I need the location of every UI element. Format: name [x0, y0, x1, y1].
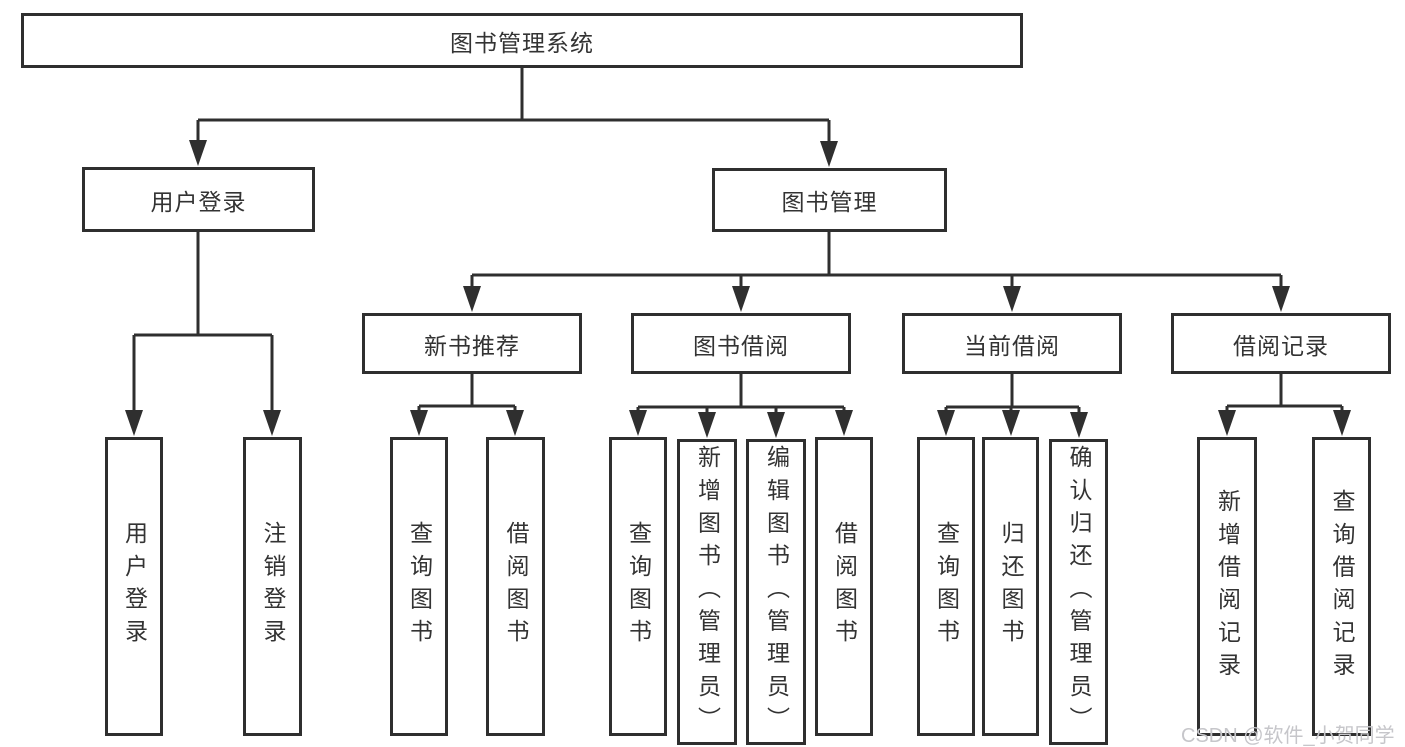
node-current-borrow: 当前借阅 [902, 313, 1122, 374]
arrowhead-br4 [835, 410, 853, 436]
arrowhead-leaf-login [125, 410, 143, 436]
leaf-newbook-borrow: 借阅图书 [486, 437, 545, 736]
leaf-logout: 注销登录 [243, 437, 302, 736]
leaf-current-query: 查询图书 [917, 437, 975, 736]
arrowhead-re2 [1333, 410, 1351, 436]
arrowhead-book-mgmt [820, 141, 838, 167]
node-borrow-records: 借阅记录 [1171, 313, 1391, 374]
leaf-records-add: 新增借阅记录 [1197, 437, 1257, 736]
node-new-book-recommend: 新书推荐 [362, 313, 582, 374]
leaf-newbook-query: 查询图书 [390, 437, 448, 736]
leaf-borrow-borrow: 借阅图书 [815, 437, 873, 736]
arrowhead-user-login [189, 140, 207, 166]
leaf-borrow-edit-admin: 编辑图书（管理员） [746, 439, 806, 745]
arrowhead-records [1272, 286, 1290, 312]
arrowhead-re1 [1218, 410, 1236, 436]
csdn-watermark: CSDN @软件_小贺同学 [1181, 725, 1395, 747]
leaf-borrow-query: 查询图书 [609, 437, 667, 736]
arrowhead-br1 [629, 410, 647, 436]
arrowhead-current [1003, 286, 1021, 312]
arrowhead-nb2 [506, 410, 524, 436]
arrowhead-nb1 [410, 410, 428, 436]
leaf-records-query: 查询借阅记录 [1312, 437, 1371, 736]
arrowhead-borrow [732, 286, 750, 312]
arrowhead-br3 [767, 412, 785, 438]
leaf-current-return: 归还图书 [982, 437, 1039, 736]
node-user-login: 用户登录 [82, 167, 315, 232]
leaf-borrow-add-admin: 新增图书（管理员） [677, 439, 737, 745]
node-book-borrow: 图书借阅 [631, 313, 851, 374]
arrowhead-cu2 [1002, 410, 1020, 436]
node-root-system: 图书管理系统 [21, 13, 1023, 68]
arrowhead-cu1 [937, 410, 955, 436]
node-book-management: 图书管理 [712, 168, 947, 232]
leaf-current-confirm-admin: 确认归还（管理员） [1049, 439, 1108, 745]
arrowhead-cu3 [1070, 412, 1088, 438]
arrowhead-br2 [698, 412, 716, 438]
arrowhead-leaf-logout [263, 410, 281, 436]
arrowhead-newbook [463, 286, 481, 312]
leaf-user-login: 用户登录 [105, 437, 163, 736]
